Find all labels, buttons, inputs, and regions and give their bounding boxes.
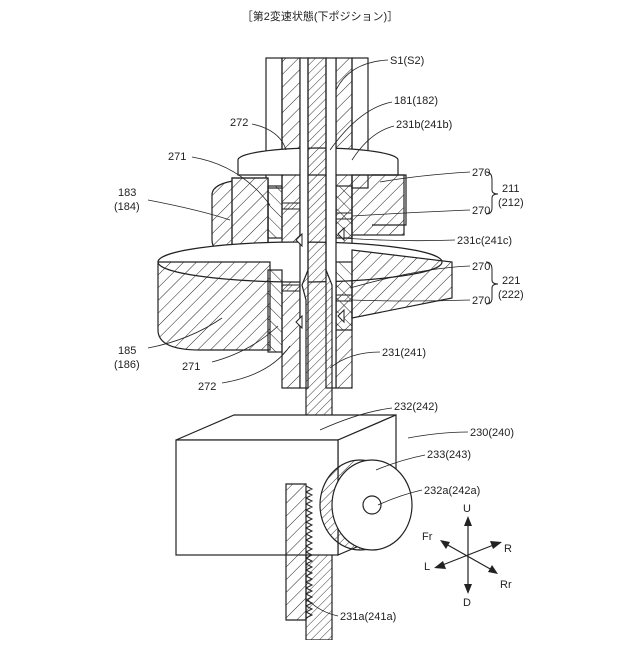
label-270-c: 270	[472, 261, 490, 273]
label-222: (222)	[498, 289, 524, 301]
label-272-bot: 272	[198, 381, 216, 393]
label-184: (184)	[114, 201, 140, 213]
label-231c: 231c(241c)	[457, 235, 512, 247]
label-231a: 231a(241a)	[340, 611, 396, 623]
direction-compass: U D Fr Rr L R	[422, 503, 512, 609]
label-185: 185	[118, 345, 136, 357]
arrow-rear-icon	[488, 565, 498, 574]
arrow-down-icon	[464, 584, 472, 594]
dir-rear: Rr	[500, 579, 512, 591]
label-270-b: 270	[472, 205, 490, 217]
label-230: 230(240)	[470, 427, 514, 439]
label-271-bot: 271	[182, 361, 200, 373]
label-183: 183	[118, 187, 136, 199]
label-186: (186)	[114, 359, 140, 371]
label-270-a: 270	[472, 167, 490, 179]
dir-front: Fr	[422, 531, 433, 543]
dir-down: D	[463, 597, 471, 609]
label-232a: 232a(242a)	[424, 485, 480, 497]
label-181: 181(182)	[394, 95, 438, 107]
dir-up: U	[463, 503, 471, 515]
label-221: 221	[502, 275, 520, 287]
pinion-gear-233	[320, 460, 412, 550]
label-232: 232(242)	[394, 401, 438, 413]
label-211: 211	[502, 183, 520, 195]
label-271-top: 271	[168, 151, 186, 163]
label-212: (212)	[498, 197, 524, 209]
label-s1: S1(S2)	[390, 55, 424, 67]
arrow-right-icon	[490, 541, 502, 549]
label-233: 233(243)	[427, 449, 471, 461]
label-272-top: 272	[230, 117, 248, 129]
dir-left: L	[424, 561, 430, 573]
label-231b: 231b(241b)	[396, 119, 452, 131]
arrow-up-icon	[464, 516, 472, 526]
label-270-d: 270	[472, 295, 490, 307]
label-231: 231(241)	[382, 347, 426, 359]
figure-title: ［第2変速状態(下ポジション)］	[242, 9, 398, 23]
arrow-front-icon	[440, 540, 450, 549]
dir-right: R	[504, 543, 512, 555]
arrow-left-icon	[434, 561, 446, 569]
